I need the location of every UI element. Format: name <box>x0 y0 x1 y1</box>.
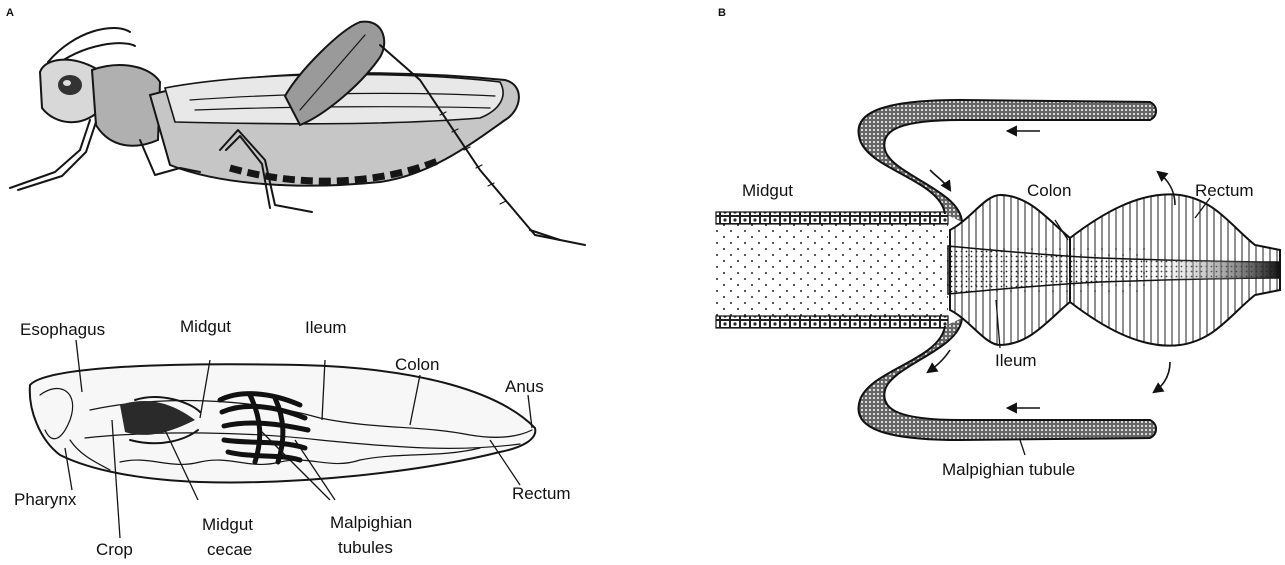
label-crop: Crop <box>96 540 133 559</box>
label-ileum-a: Ileum <box>305 318 347 337</box>
label-malpighian-tubule: Malpighian tubule <box>942 460 1075 479</box>
hindgut-diagram <box>716 100 1280 455</box>
label-colon-b: Colon <box>1027 181 1071 200</box>
label-malpighian-tubules-line2: tubules <box>338 538 393 557</box>
label-rectum-b: Rectum <box>1195 181 1254 200</box>
label-ileum-b: Ileum <box>995 351 1037 370</box>
label-colon-a: Colon <box>395 355 439 374</box>
label-rectum-a: Rectum <box>512 484 571 503</box>
label-malpighian-tubules-line1: Malpighian <box>330 513 412 532</box>
label-midgut-b: Midgut <box>742 181 793 200</box>
grasshopper-gut-illustration <box>30 340 536 538</box>
grasshopper-illustration <box>10 22 585 245</box>
label-pharynx: Pharynx <box>14 490 77 509</box>
label-midgut-cecae-line1: Midgut <box>202 515 253 534</box>
panel-a-letter: A <box>6 7 14 19</box>
label-esophagus: Esophagus <box>20 320 105 339</box>
panel-b-letter: B <box>718 7 726 19</box>
label-midgut-a: Midgut <box>180 317 231 336</box>
label-anus: Anus <box>505 377 544 396</box>
label-midgut-cecae-line2: cecae <box>207 540 252 559</box>
